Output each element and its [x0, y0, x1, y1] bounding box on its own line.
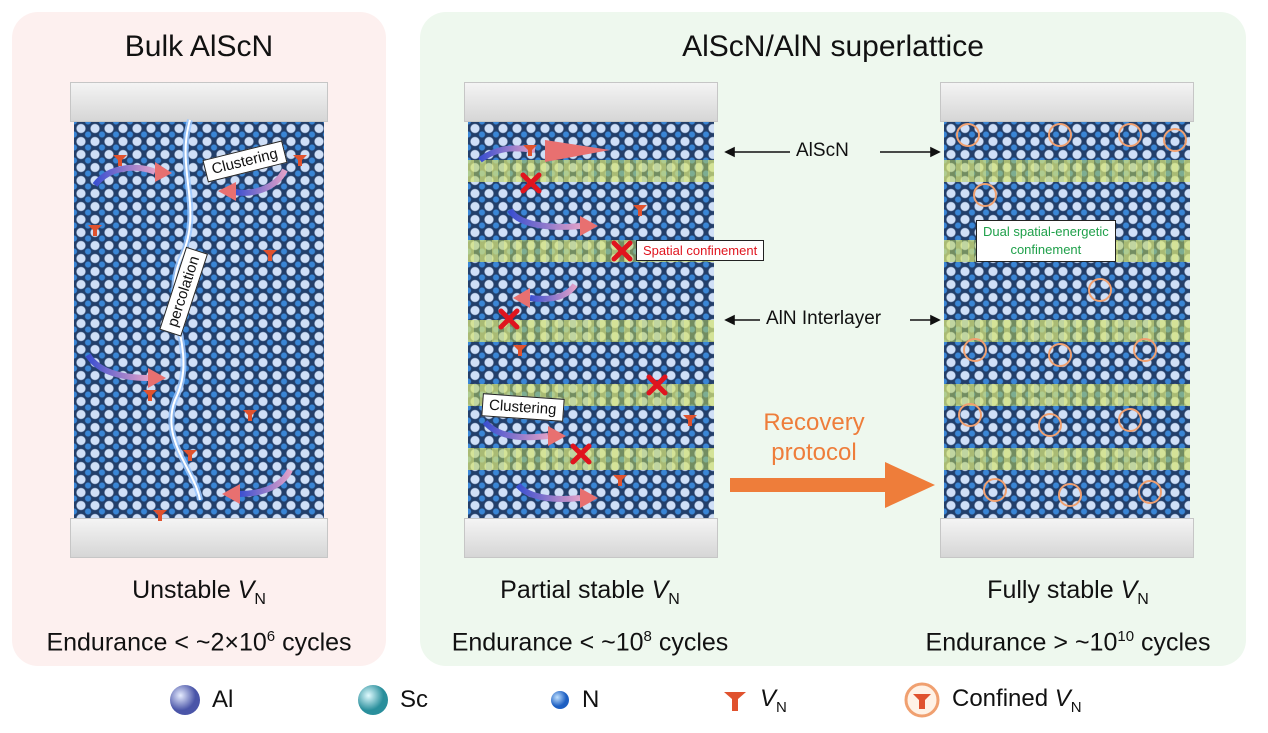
endurance-text: Endurance < ~2×10	[46, 628, 267, 657]
bulk-device	[70, 82, 328, 558]
confined-vacancy-icon	[904, 682, 940, 718]
migration-arrow	[85, 353, 149, 381]
lattice	[74, 122, 324, 518]
legend-var: V	[760, 684, 777, 712]
legend-sub: N	[776, 698, 787, 716]
recovery-arrow	[730, 462, 935, 508]
full-device	[940, 82, 1194, 558]
bulk-title: Bulk AlScN	[124, 30, 274, 63]
legend-label: Al	[212, 686, 234, 713]
aln-interlayer	[944, 384, 1190, 406]
aln-interlayer	[944, 320, 1190, 342]
top-electrode	[940, 82, 1194, 122]
bulk-caption: Unstable VN Endurance < ~2×106 cycles	[12, 572, 386, 661]
caption-var: V	[651, 576, 669, 604]
legend-label: N	[582, 686, 600, 713]
dual-confinement-line1: Dual spatial-energetic	[983, 224, 1109, 239]
partial-caption: Partial stable VN Endurance < ~108 cycle…	[420, 572, 760, 661]
sc-atom-icon	[358, 685, 388, 715]
endurance-text: Endurance < ~10	[451, 628, 644, 657]
legend-label: Sc	[400, 686, 429, 713]
legend-sub: N	[1070, 698, 1082, 716]
legend-al: Al	[168, 680, 233, 720]
endurance-suffix: cycles	[651, 628, 729, 657]
interlayer-label: AlN Interlayer	[766, 308, 882, 329]
superlattice-title: AlScN/AlN superlattice	[682, 30, 984, 63]
migration-arrow	[529, 283, 578, 302]
endurance-exp: 8	[643, 628, 652, 645]
aln-interlayer	[468, 160, 714, 182]
top-electrode	[464, 82, 718, 122]
lattice	[944, 122, 1190, 518]
spatial-confinement-label: Spatial confinement	[636, 240, 765, 261]
legend-confined-vacancy: Confined VN	[902, 680, 1082, 720]
aln-interlayer	[944, 448, 1190, 470]
bottom-electrode	[464, 518, 718, 558]
endurance-suffix: cycles	[275, 628, 352, 657]
migration-arrow	[515, 482, 581, 502]
alscn-layer-label: AlScN	[796, 140, 849, 161]
caption-text: Partial stable	[500, 576, 652, 604]
endurance-text: Endurance > ~10	[925, 628, 1118, 657]
blocked-cross	[498, 172, 668, 465]
caption-sub: N	[1137, 591, 1149, 608]
legend-label: Confined VN	[952, 685, 1082, 716]
al-atom-icon	[170, 685, 200, 715]
recovery-line2: protocol	[771, 439, 857, 466]
legend-prefix: Confined	[952, 684, 1055, 712]
legend-sc: Sc	[356, 680, 428, 720]
recovery-line1: Recovery	[763, 409, 865, 436]
endurance-suffix: cycles	[1134, 628, 1211, 657]
bottom-electrode	[70, 518, 328, 558]
confined-vacancies	[956, 123, 1187, 507]
caption-sub: N	[668, 591, 680, 608]
migration-arrow	[92, 164, 157, 187]
legend-n: N	[548, 680, 599, 720]
full-caption: Fully stable VN Endurance > ~1010 cycles	[890, 572, 1246, 661]
endurance-exp: 6	[266, 628, 276, 645]
legend-label: VN	[760, 685, 787, 716]
caption-var: V	[1120, 576, 1138, 604]
migration-arrow	[239, 468, 293, 497]
caption-sub: N	[254, 591, 266, 608]
n-atom-icon	[551, 691, 569, 709]
legend-vacancy: VN	[720, 680, 787, 720]
aln-interlayer	[944, 160, 1190, 182]
migration-arrow	[234, 168, 288, 196]
top-electrode	[70, 82, 328, 122]
bottom-electrode	[940, 518, 1194, 558]
recovery-label: Recovery protocol	[752, 408, 876, 468]
caption-text: Unstable	[132, 576, 238, 604]
lattice	[468, 122, 714, 518]
migration-arrow	[507, 208, 581, 230]
endurance-exp: 10	[1117, 628, 1135, 645]
caption-var: V	[237, 576, 255, 604]
vacancy-icon	[724, 692, 746, 711]
migration-arrow	[478, 145, 536, 163]
aln-interlayer	[468, 448, 714, 470]
caption-text: Fully stable	[987, 576, 1121, 604]
layer-arrows	[724, 146, 941, 326]
dual-confinement-label: Dual spatial-energetic confinement	[976, 220, 1116, 262]
partial-device	[464, 82, 718, 558]
legend-var: V	[1054, 684, 1071, 712]
dual-confinement-line2: confinement	[1010, 242, 1082, 257]
migration-arrow	[482, 419, 549, 441]
aln-interlayer	[468, 320, 714, 342]
